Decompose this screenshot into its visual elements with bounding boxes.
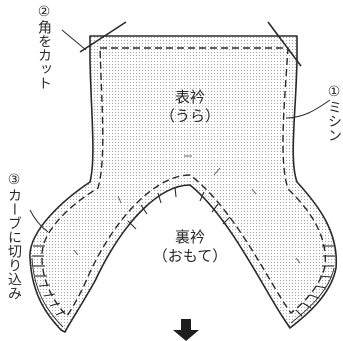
leader-lines — [29, 29, 331, 233]
inner-collar-label: 裏衿 （おもて） — [140, 228, 240, 266]
step2-number: ② — [36, 4, 52, 20]
inner-collar-side: （おもて） — [152, 247, 228, 265]
lower-edge-line — [31, 257, 335, 328]
clip-marks — [32, 186, 335, 317]
step2-text: 角をカット — [36, 20, 52, 90]
down-arrow-icon — [173, 319, 199, 341]
outer-collar-title: 表衿 — [174, 88, 205, 106]
step1-number: ① — [326, 84, 342, 100]
corner-cut-right — [267, 21, 302, 67]
collar-piece — [29, 35, 338, 333]
outer-collar-side: （うら） — [159, 107, 220, 125]
inner-collar-title: 裏衿 — [174, 228, 205, 246]
step1-text: ミシン — [326, 100, 342, 142]
step3-number: ③ — [6, 172, 22, 188]
step1-label: ①ミシン — [326, 84, 342, 142]
step3-label: ③カーブに切り込み — [6, 172, 22, 300]
corner-cut-left — [79, 21, 127, 53]
outer-collar-label: 表衿 （うら） — [148, 88, 232, 126]
grain-marks — [73, 155, 301, 264]
stitch-line — [41, 47, 326, 318]
step3-text: カーブに切り込み — [6, 188, 22, 300]
step2-label: ②角をカット — [36, 4, 52, 90]
